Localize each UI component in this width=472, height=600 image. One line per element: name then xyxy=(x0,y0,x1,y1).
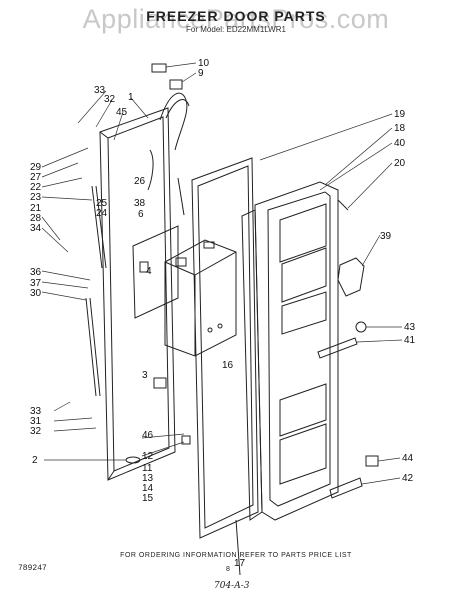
callout-20: 20 xyxy=(394,158,406,169)
callout-28: 28 xyxy=(30,213,42,224)
callout-19: 19 xyxy=(394,109,406,120)
callout-10: 10 xyxy=(198,58,210,69)
callout-29: 29 xyxy=(30,162,42,173)
callout-26: 26 xyxy=(134,176,146,187)
callout-27: 27 xyxy=(30,172,42,183)
diagram-title: FREEZER DOOR PARTS xyxy=(146,8,326,24)
callout-labels: 10 9 33 32 1 45 19 18 40 20 29 27 22 23 … xyxy=(30,58,416,569)
document-number: 789247 xyxy=(18,564,47,573)
hinge-rod-23 xyxy=(91,185,103,269)
model-subtitle: For Model: ED22MM1LWR1 xyxy=(186,25,286,34)
callout-11: 11 xyxy=(142,463,153,474)
callout-44: 44 xyxy=(402,453,414,464)
part-43 xyxy=(355,321,367,333)
callout-9: 9 xyxy=(198,68,204,79)
callout-1: 1 xyxy=(128,92,134,103)
watermark: AppliancePartsPros.com xyxy=(82,4,390,34)
callout-21: 21 xyxy=(30,203,42,214)
screw-20 xyxy=(337,199,349,211)
callout-33-top: 33 xyxy=(94,85,106,96)
callout-4: 4 xyxy=(146,266,152,277)
callout-25: 25 xyxy=(96,198,108,209)
callout-36: 36 xyxy=(30,267,42,278)
callout-6: 6 xyxy=(138,209,144,220)
callout-38: 38 xyxy=(134,198,146,209)
callout-34: 34 xyxy=(30,223,42,234)
part-44 xyxy=(365,455,379,467)
callout-30: 30 xyxy=(30,288,42,299)
callout-42: 42 xyxy=(402,473,414,484)
callout-39: 39 xyxy=(380,231,392,242)
hinge-rod-30 xyxy=(85,297,97,397)
liner-shelves xyxy=(279,203,327,485)
callout-31: 31 xyxy=(30,416,42,427)
wire-harness xyxy=(147,63,190,191)
shelf-bar-42 xyxy=(329,477,363,499)
callout-43: 43 xyxy=(404,322,416,333)
callout-16: 16 xyxy=(222,360,234,371)
callout-40: 40 xyxy=(394,138,406,149)
cap-2 xyxy=(125,456,141,464)
callout-37: 37 xyxy=(30,278,42,289)
ice-chute-39 xyxy=(337,257,365,297)
callout-3: 3 xyxy=(142,370,148,381)
callout-45: 45 xyxy=(116,107,128,118)
callout-14: 14 xyxy=(142,483,154,494)
door-liner xyxy=(241,181,339,521)
callout-13: 13 xyxy=(142,473,154,484)
shelf-bar-41 xyxy=(317,337,358,359)
callout-24: 24 xyxy=(96,208,108,219)
leader-lines xyxy=(41,62,403,485)
back-plate xyxy=(132,225,179,319)
callout-32-bottom: 32 xyxy=(30,426,42,437)
callout-22: 22 xyxy=(30,182,42,193)
door-outer-panel xyxy=(99,107,176,481)
callout-2: 2 xyxy=(32,455,38,466)
bracket-3 xyxy=(153,377,167,389)
callout-32-top: 32 xyxy=(104,94,116,105)
callout-15: 15 xyxy=(142,493,154,504)
hinge-pin-38 xyxy=(177,177,185,216)
handwritten-note: 704-A-3 xyxy=(214,581,250,591)
rod-17 xyxy=(235,519,241,576)
callout-33-bottom: 33 xyxy=(30,406,42,417)
callout-18: 18 xyxy=(394,123,406,134)
callout-41: 41 xyxy=(404,335,416,346)
door-gasket xyxy=(191,157,259,539)
callout-23: 23 xyxy=(30,192,42,203)
page-number: 8 xyxy=(226,566,230,573)
ordering-info-footer: FOR ORDERING INFORMATION REFER TO PARTS … xyxy=(120,552,352,559)
callout-12: 12 xyxy=(142,451,154,462)
screw-12 xyxy=(181,435,191,445)
callout-17: 17 xyxy=(234,558,246,569)
part-4 xyxy=(139,261,149,273)
callout-46: 46 xyxy=(142,430,154,441)
